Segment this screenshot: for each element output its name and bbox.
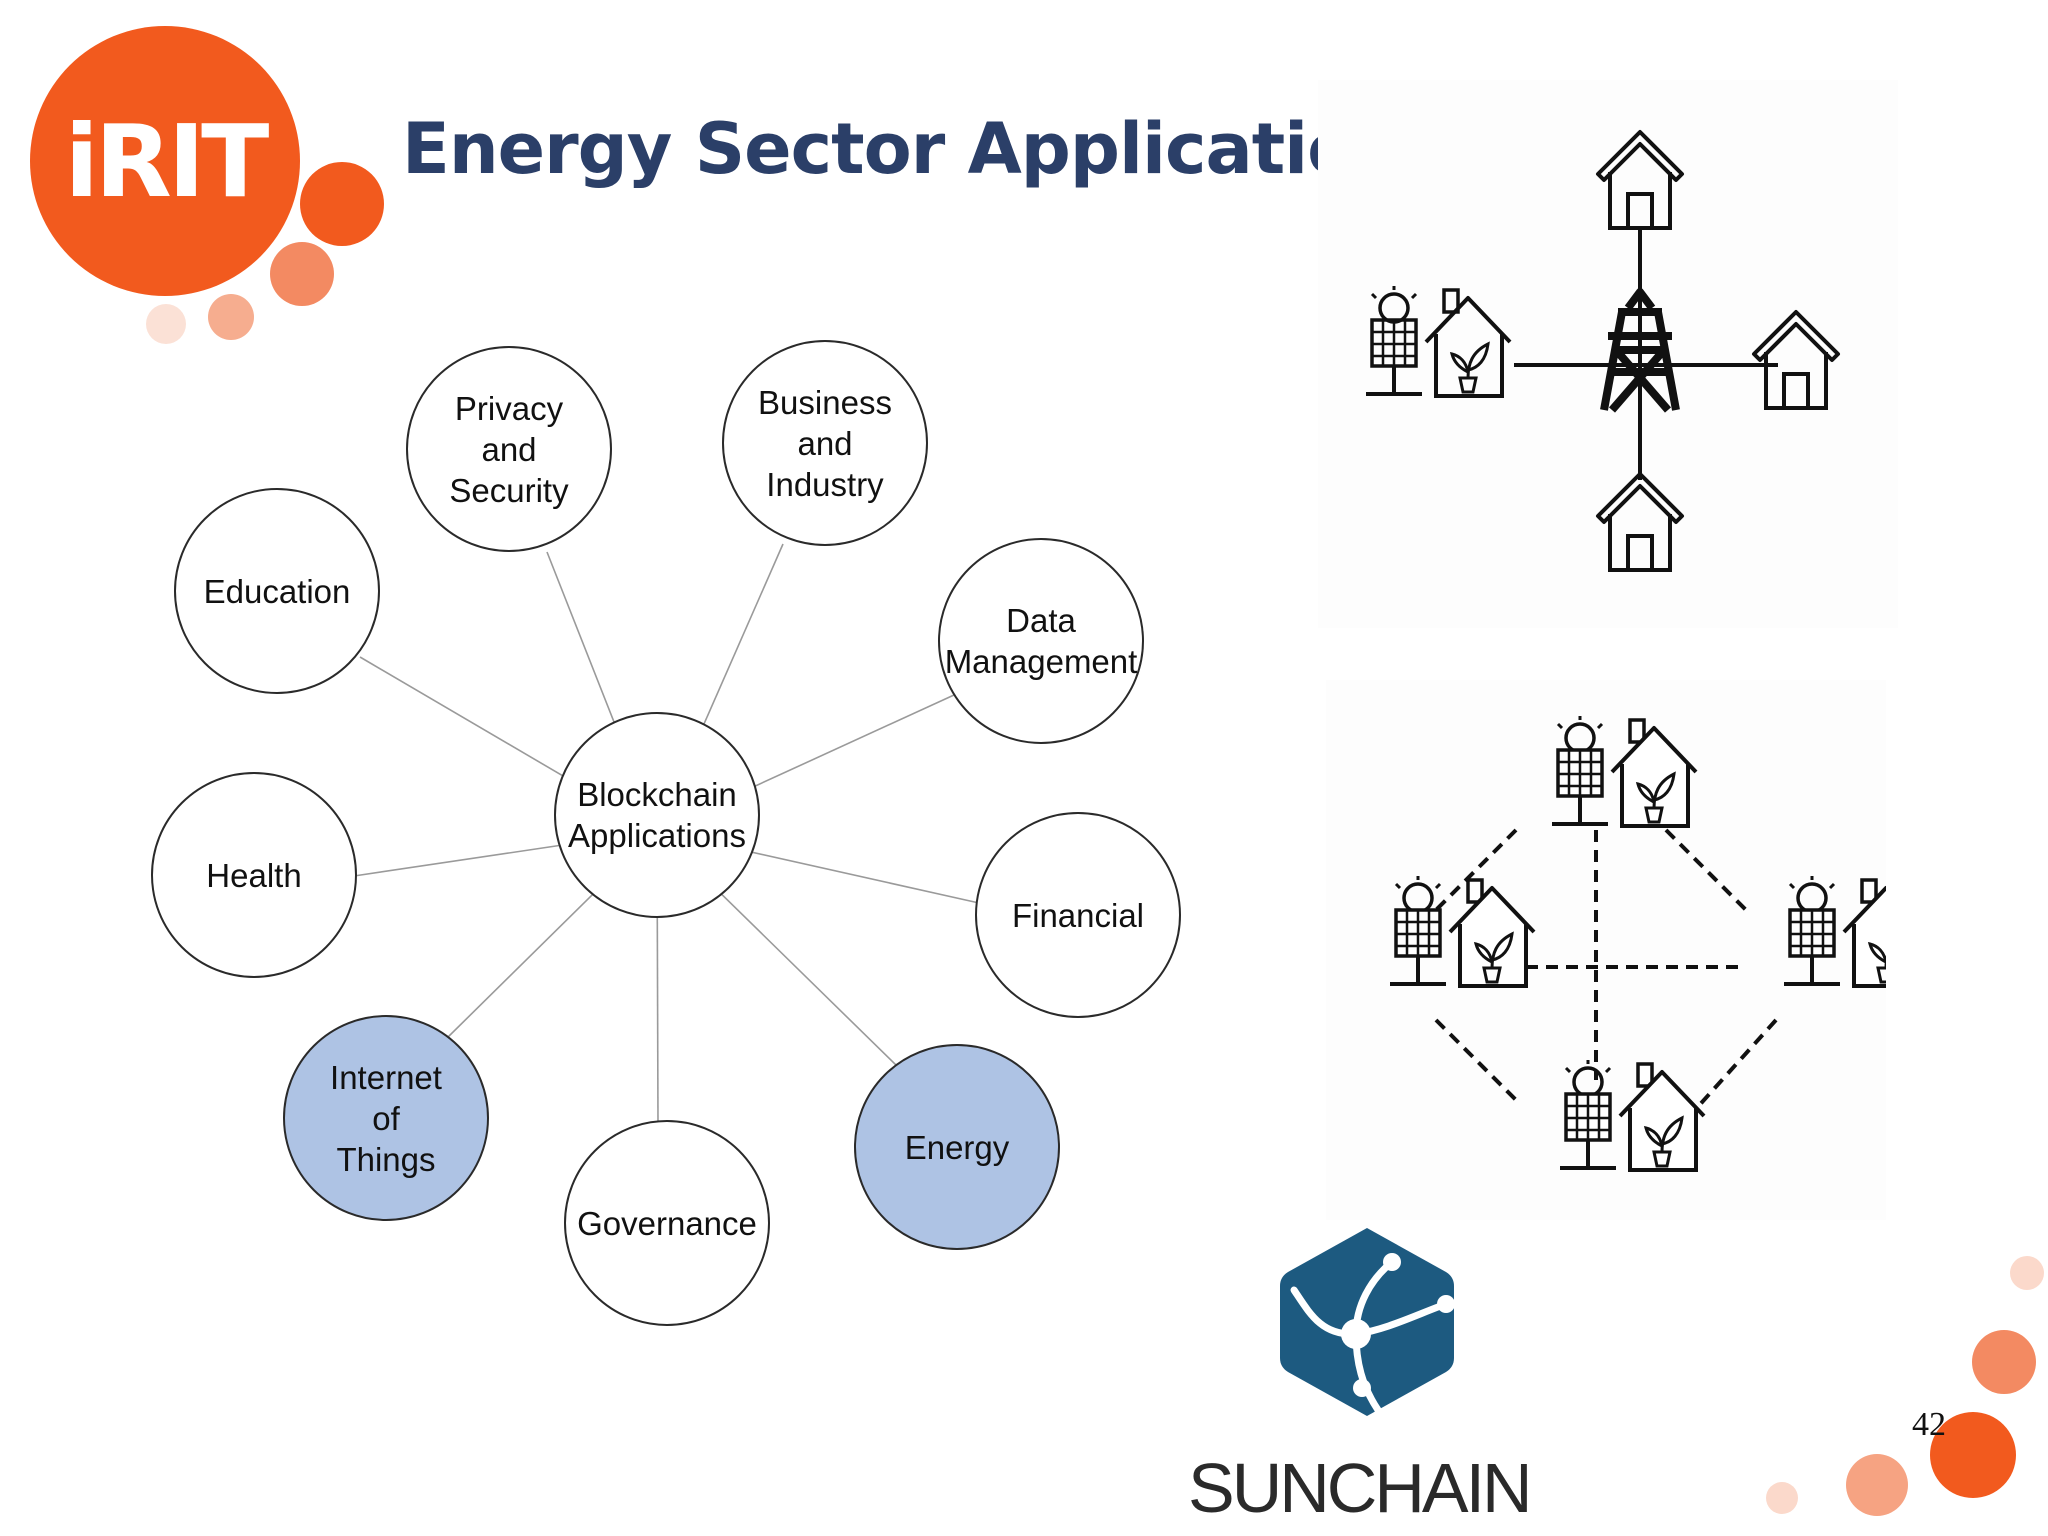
node-label: Health [206, 856, 302, 894]
node-label: Education [203, 572, 351, 610]
page-number: 42 [1912, 1406, 1946, 1443]
decor-circle [1846, 1454, 1908, 1516]
decor-circle [1930, 1412, 2016, 1498]
node-label: Internet of Things [330, 1058, 442, 1178]
irit-logo: iRIT [30, 26, 300, 296]
decor-circle [300, 162, 384, 246]
node-health: Health [151, 772, 357, 978]
decor-circle [1972, 1330, 2036, 1394]
decor-circle [2010, 1256, 2044, 1290]
node-privacy-and-security: Privacy and Security [406, 346, 612, 552]
node-blockchain-applications: Blockchain Applications [554, 712, 760, 918]
node-data-management: Data Management [938, 538, 1144, 744]
decor-circle [270, 242, 334, 306]
page-title: Energy Sector Application [402, 108, 1404, 190]
logo-text: iRIT [64, 102, 270, 220]
node-label: Data Management [944, 602, 1138, 680]
node-internet-of-things: Internet of Things [283, 1015, 489, 1221]
decor-circle [1766, 1482, 1798, 1514]
node-governance: Governance [564, 1120, 770, 1326]
sunchain-wordmark: SUNCHAIN [1188, 1449, 1533, 1527]
node-education: Education [174, 488, 380, 694]
center-label: Blockchain Applications [568, 776, 746, 854]
node-label: Business and Industry [758, 383, 892, 503]
node-label: Governance [577, 1204, 757, 1242]
node-energy: Energy [854, 1044, 1060, 1250]
node-label: Privacy and Security [449, 389, 569, 509]
sunchain-logo [1280, 1228, 1455, 1416]
peer-to-peer-grid-icon [1326, 680, 1886, 1220]
node-label: Energy [904, 1128, 1010, 1166]
node-label: Financial [1011, 896, 1145, 934]
node-business-and-industry: Business and Industry [722, 340, 928, 546]
centralized-grid-icon [1318, 80, 1898, 628]
decor-circle [208, 294, 254, 340]
decor-circle [146, 304, 186, 344]
node-financial: Financial [975, 812, 1181, 1018]
